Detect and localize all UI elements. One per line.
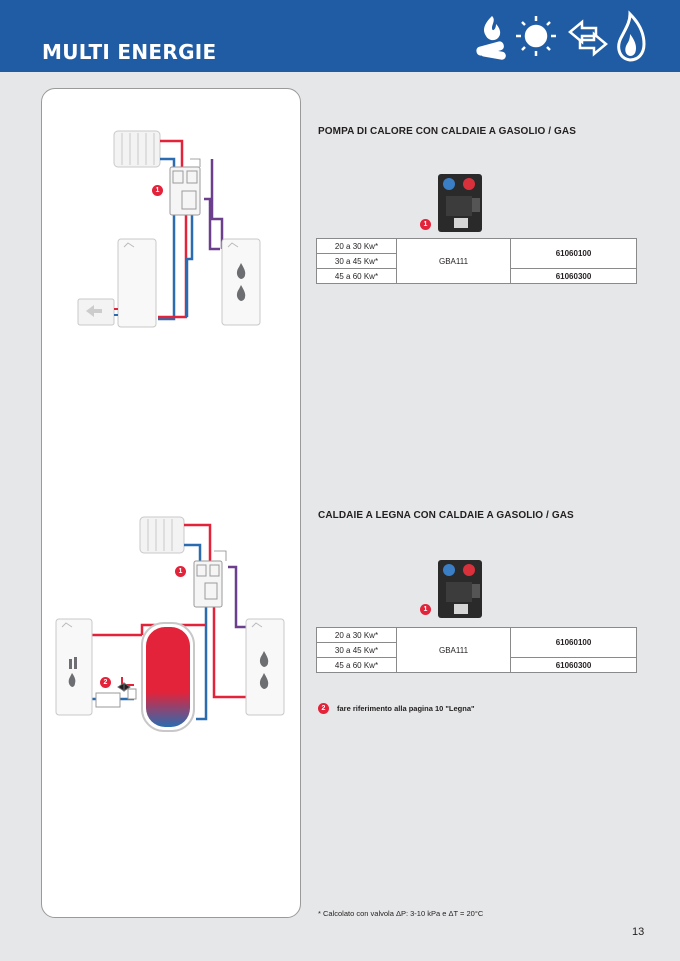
product-badge-1: 1: [420, 604, 431, 615]
hydraulic-module-image: [438, 560, 482, 618]
section-title-wood-boiler: CALDAIE A LEGNA CON CALDAIE A GASOLIO / …: [318, 510, 574, 521]
header-title: MULTI ENERGIE: [42, 40, 217, 64]
range-cell: 20 a 30 Kw*: [316, 238, 397, 254]
hydraulic-module-image: [438, 174, 482, 232]
sun-icon: [516, 16, 556, 56]
range-cell: 30 a 45 Kw*: [316, 253, 397, 269]
outdoor-unit: [77, 298, 115, 326]
range-cell: 45 a 60 Kw*: [316, 268, 397, 284]
table-row: 45 a 60 Kw* 61060300: [316, 657, 637, 673]
hydraulic-module: [193, 560, 223, 608]
code-cell: 61060100: [510, 238, 637, 269]
model-cell: GBA111: [396, 238, 511, 284]
schematic-badge-1: 1: [152, 185, 163, 196]
schematic-badge-1: 1: [175, 566, 186, 577]
radiator: [139, 516, 185, 554]
heat-pump-icon: [568, 19, 608, 57]
table-row: 20 a 30 Kw* GBA111 61060100: [316, 627, 637, 673]
mixing-valve: [95, 682, 137, 708]
hydraulic-module: [169, 166, 201, 216]
buffer-tank: [141, 622, 195, 732]
section-title-heat-pump: POMPA DI CALORE CON CALDAIE A GASOLIO / …: [318, 126, 577, 137]
table-row: 45 a 60 Kw* 61060300: [316, 268, 637, 284]
range-cell: 30 a 45 Kw*: [316, 642, 397, 658]
heat-pump-unit: [117, 238, 157, 328]
page-number: 13: [632, 926, 645, 938]
energy-icons: [476, 10, 646, 62]
code-cell: 61060300: [510, 268, 637, 284]
model-cell: GBA111: [396, 627, 511, 673]
wood-fire-icon: [476, 16, 506, 60]
note-badge-2: 2: [318, 703, 329, 714]
code-cell: 61060300: [510, 657, 637, 673]
gas-boiler: [245, 618, 285, 716]
range-cell: 20 a 30 Kw*: [316, 627, 397, 643]
gas-boiler: [221, 238, 261, 326]
heat-pump-schematic: [77, 130, 261, 328]
product-badge-1: 1: [420, 219, 431, 230]
range-cell: 45 a 60 Kw*: [316, 657, 397, 673]
schematic-panel: 1: [41, 88, 301, 918]
code-cell: 61060100: [510, 627, 637, 658]
reference-note: fare riferimento alla pagina 10 "Legna": [337, 704, 475, 713]
table-row: 20 a 30 Kw* GBA111 61060100: [316, 238, 637, 284]
page-header: MULTI ENERGIE: [0, 0, 680, 72]
spec-table-wood-boiler: 20 a 30 Kw* GBA111 61060100 30 a 45 Kw* …: [316, 627, 637, 673]
radiator: [113, 130, 161, 168]
spec-table-heat-pump: 20 a 30 Kw* GBA111 61060100 30 a 45 Kw* …: [316, 238, 637, 284]
wood-boiler: [55, 618, 93, 716]
wood-boiler-schematic: [55, 516, 285, 732]
gas-flame-icon: [617, 10, 646, 62]
schematic-badge-2: 2: [100, 677, 111, 688]
footnote: * Calcolato con valvola ΔP: 3-10 kPa e Δ…: [318, 909, 484, 918]
